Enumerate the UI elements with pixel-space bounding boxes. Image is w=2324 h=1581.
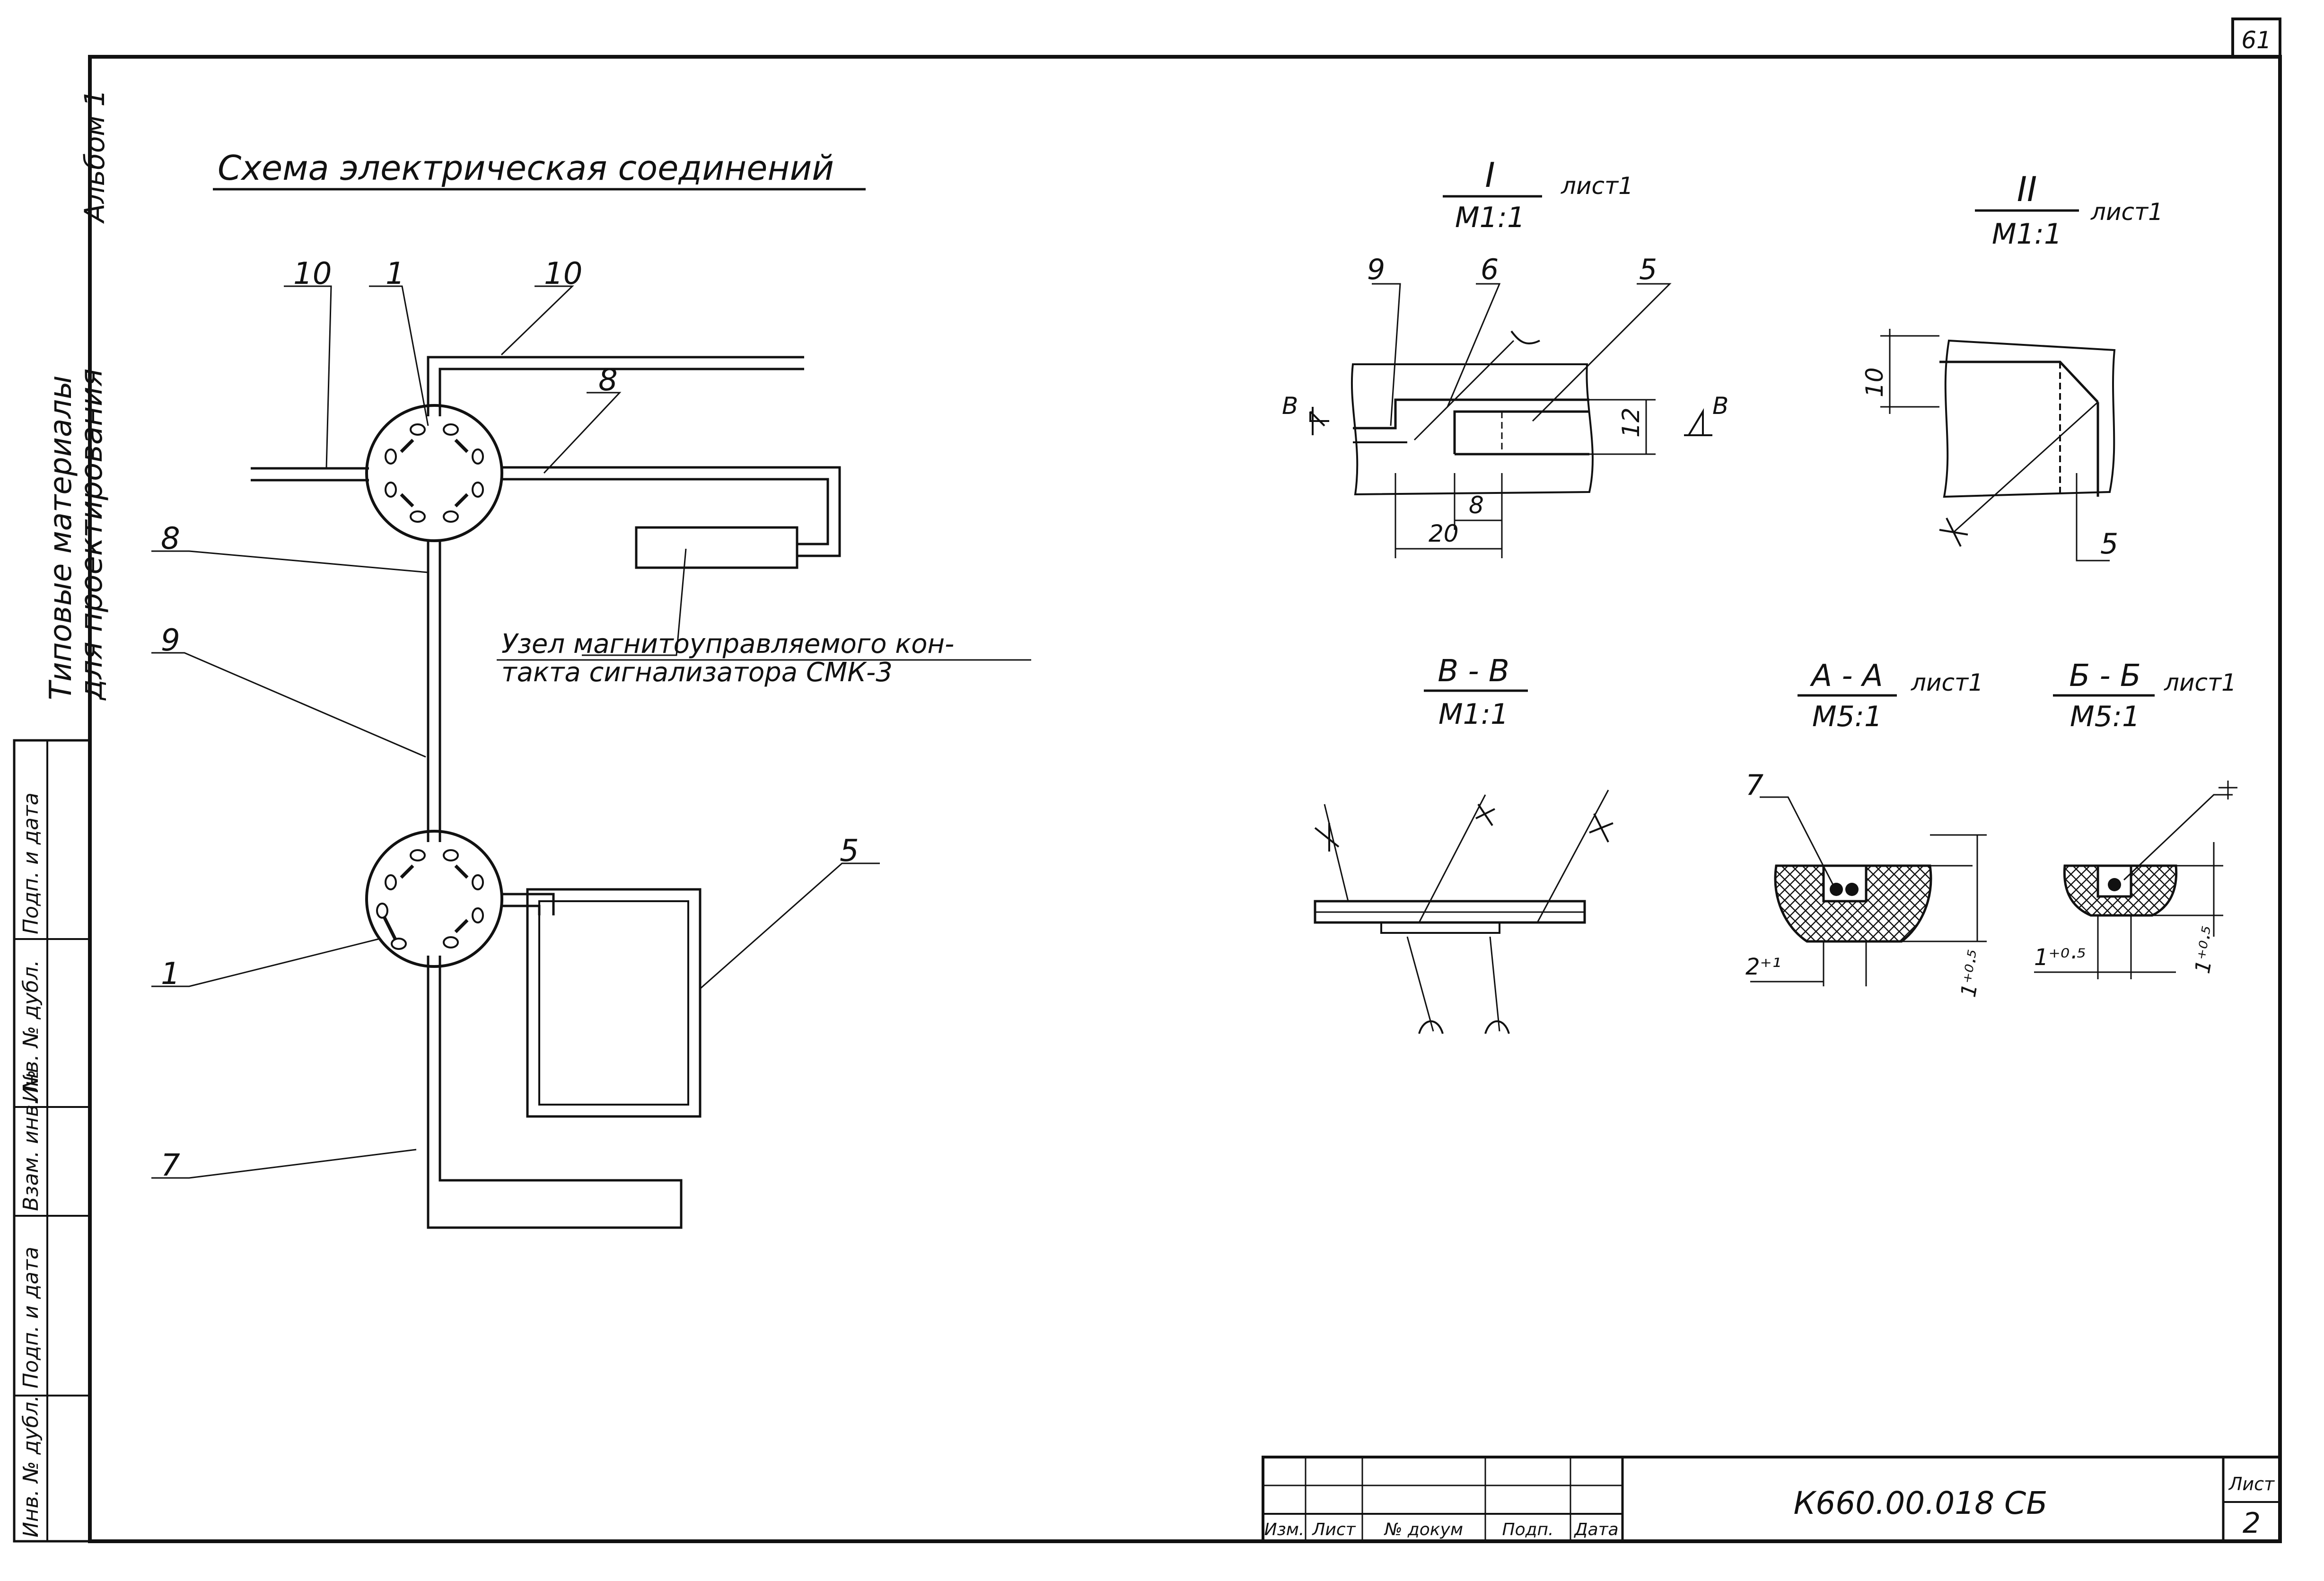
document-code: К660.00.018 СБ xyxy=(1793,1485,2047,1521)
smk-note-line2: такта сигнализатора СМК-3 xyxy=(501,657,893,688)
detail-I-dim-12: 12 xyxy=(1617,407,1645,438)
label-7: 7 xyxy=(161,1148,180,1183)
materials-note-line2: для проектирования xyxy=(74,369,109,701)
label-5: 5 xyxy=(840,834,859,869)
section-AA-dim-b: 1⁺⁰·⁵ xyxy=(1956,948,1989,999)
cable-9-vertical xyxy=(427,539,441,842)
title-block-col-list: Лист xyxy=(1311,1520,1356,1539)
svg-text:М1:1: М1:1 xyxy=(1455,201,1525,234)
cable-10-right xyxy=(427,356,804,416)
svg-text:В - В: В - В xyxy=(1438,654,1509,689)
svg-text:лист1: лист1 xyxy=(1911,669,1983,696)
detail-II-drawing xyxy=(1880,329,2116,562)
schematic-leaders xyxy=(151,285,880,1179)
sheet-number: 2 xyxy=(2243,1507,2261,1540)
section-AA-title: А - А М5:1 лист1 xyxy=(1798,659,1983,733)
page-number: 61 xyxy=(2231,18,2281,58)
detail-I-label-B-left: В xyxy=(1282,392,1298,420)
detail-I-dim-20: 20 xyxy=(1429,520,1459,547)
junction-box-top xyxy=(365,404,503,542)
label-8-right: 8 xyxy=(598,363,618,398)
detail-II-title: II М1:1 лист1 xyxy=(1975,169,2163,251)
stamp-cell-5: Подп. и дата xyxy=(19,792,43,934)
cable-7 xyxy=(427,956,683,1229)
smk-note-line1: Узел магнитоуправляемого кон- xyxy=(501,629,954,659)
detail-I-label-6: 6 xyxy=(1481,253,1499,286)
drawing-frame xyxy=(88,55,2282,1543)
svg-text:лист1: лист1 xyxy=(2090,198,2163,226)
section-VV-title: В - В М1:1 xyxy=(1424,654,1528,731)
title-block-col-izm: Изм. xyxy=(1264,1520,1305,1539)
svg-text:Схема электрическая соединений: Схема электрическая соединений xyxy=(218,148,834,188)
svg-text:М5:1: М5:1 xyxy=(2070,700,2140,733)
svg-text:лист1: лист1 xyxy=(2164,669,2236,696)
title-block xyxy=(1262,1456,2281,1543)
section-AA-drawing xyxy=(1750,796,1987,986)
svg-text:М5:1: М5:1 xyxy=(1812,700,1882,733)
section-AA-dim-a: 2⁺¹ xyxy=(1745,954,1781,980)
section-AA-label-7: 7 xyxy=(1745,769,1763,802)
detail-I-label-5: 5 xyxy=(1639,253,1657,286)
cable-10-left xyxy=(251,467,369,482)
stamp-cell-1: Инв. № дубл. xyxy=(19,1395,43,1537)
sheet-label: Лист xyxy=(2228,1474,2275,1494)
stamp-cell-4: Инв. № дубл. xyxy=(19,960,43,1102)
left-stamp: Инв. № дубл. Подп. и дата Взам. инв. № И… xyxy=(13,739,91,1543)
svg-text:А - А: А - А xyxy=(1809,659,1883,694)
detail-I-label-9: 9 xyxy=(1367,253,1385,286)
title-block-col-date: Дата xyxy=(1573,1520,1618,1539)
svg-text:Б - Б: Б - Б xyxy=(2069,659,2141,694)
detail-I-dim-8: 8 xyxy=(1469,492,1484,519)
stamp-cell-2: Подп. и дата xyxy=(19,1247,43,1388)
svg-text:61: 61 xyxy=(2241,26,2271,54)
cable-8-right xyxy=(501,466,841,557)
section-VV-drawing xyxy=(1314,790,1614,1034)
detail-I-drawing xyxy=(1309,283,1712,558)
svg-text:I: I xyxy=(1485,155,1495,195)
label-1-bottom: 1 xyxy=(161,957,180,992)
label-8-left: 8 xyxy=(161,521,180,556)
album-note: Альбом 1 xyxy=(79,89,111,224)
detail-I-label-B-right: В xyxy=(1712,392,1728,420)
stamp-cell-3: Взам. инв. № xyxy=(19,1070,43,1211)
label-10-right: 10 xyxy=(544,256,582,291)
detail-I-title: I М1:1 лист1 xyxy=(1443,155,1633,234)
schematic-title: Схема электрическая соединений xyxy=(213,148,866,191)
section-BB-title: Б - Б М5:1 лист1 xyxy=(2053,659,2236,733)
svg-text:лист1: лист1 xyxy=(1561,172,1633,200)
title-block-col-doc: № докум xyxy=(1384,1520,1463,1539)
label-10-left: 10 xyxy=(293,256,332,291)
section-BB-dim-b: 1⁺⁰·⁵ xyxy=(2191,924,2223,975)
detail-II-label-5: 5 xyxy=(2100,527,2118,561)
label-9: 9 xyxy=(161,623,180,658)
junction-box-bottom xyxy=(365,830,503,968)
materials-note-line1: Типовые материалы xyxy=(44,375,79,700)
svg-text:II: II xyxy=(2017,169,2037,209)
section-BB-dim-a: 1⁺⁰·⁵ xyxy=(2034,944,2086,971)
section-BB-drawing xyxy=(2034,781,2237,979)
smk-node xyxy=(635,526,798,569)
svg-text:М1:1: М1:1 xyxy=(1438,698,1508,731)
label-1-top: 1 xyxy=(386,256,405,291)
detail-II-dim-10: 10 xyxy=(1861,367,1888,397)
heater-element-5 xyxy=(526,888,702,1118)
svg-text:М1:1: М1:1 xyxy=(1992,218,2062,251)
title-block-col-sign: Подп. xyxy=(1502,1520,1554,1539)
